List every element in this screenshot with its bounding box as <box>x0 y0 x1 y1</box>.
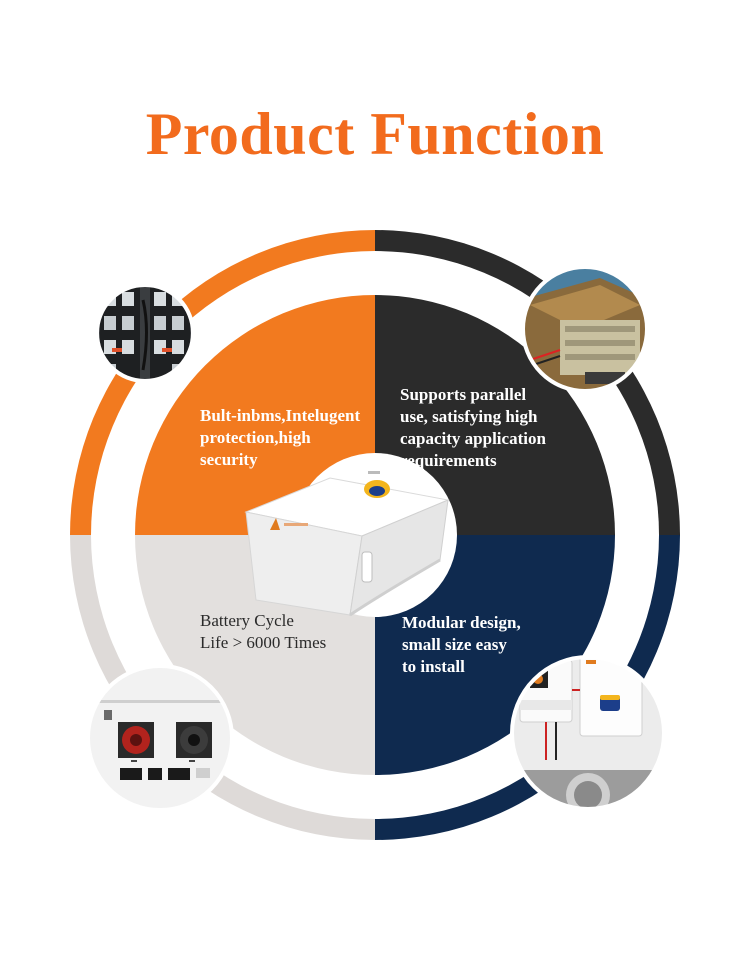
inner-quadrant-navy <box>375 535 615 775</box>
caption-bottom-right: Modular design, small size easy to insta… <box>402 612 521 678</box>
caption-line: security <box>200 450 258 469</box>
caption-line: Modular design, <box>402 613 521 632</box>
caption-line: protection,high <box>200 428 311 447</box>
battery-cells-photo <box>95 283 195 383</box>
caption-line: Life > 6000 Times <box>200 633 327 652</box>
caption-top-left: Bult-inbms,Intelugent protection,high se… <box>200 405 360 471</box>
caption-bottom-left: Battery Cycle Life > 6000 Times <box>200 610 326 654</box>
caption-line: use, satisfying high <box>400 407 538 426</box>
inner-quadrant-orange <box>135 295 375 535</box>
caption-line: small size easy <box>402 635 507 654</box>
caption-line: to install <box>402 657 465 676</box>
inner-quadrant-charcoal <box>375 295 615 535</box>
caption-line: requirements <box>400 451 497 470</box>
caption-line: capacity application <box>400 429 546 448</box>
caption-line: Bult-inbms,Intelugent <box>200 406 361 425</box>
bms-board-photo <box>521 265 649 393</box>
terminal-panel-photo <box>86 664 234 812</box>
caption-line: Supports parallel <box>400 385 527 404</box>
caption-top-right: Supports parallel use, satisfying high c… <box>400 384 546 472</box>
caption-line: Battery Cycle <box>200 611 294 630</box>
page-title: Product Function <box>145 101 605 167</box>
battery-module-photo <box>244 471 450 617</box>
